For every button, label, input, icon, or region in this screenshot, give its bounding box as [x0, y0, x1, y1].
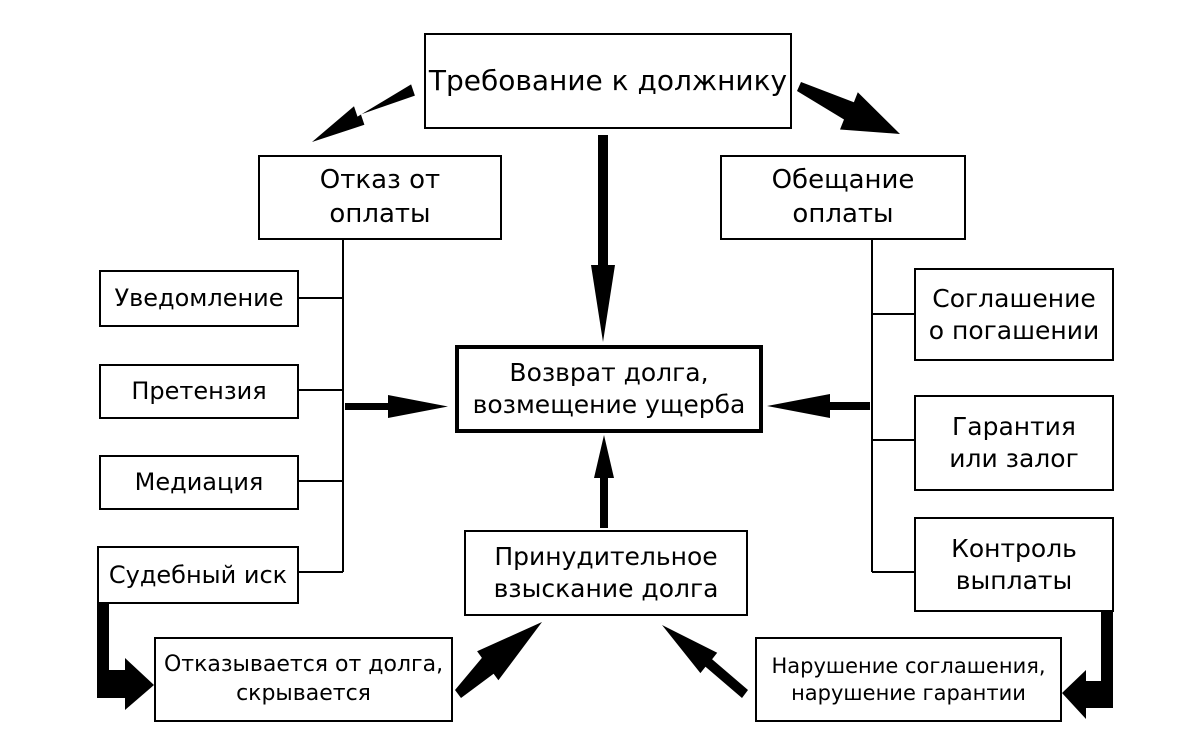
claim-box: Претензия: [99, 364, 299, 419]
notice-box: Уведомление: [99, 270, 299, 327]
mediation-label: Медиация: [134, 468, 264, 497]
mediation-box: Медиация: [99, 455, 299, 510]
guarantee-box: Гарантия или залог: [914, 395, 1114, 491]
enforcement-box: Принудительное взыскание долга: [464, 530, 748, 616]
claim-label: Претензия: [131, 377, 267, 406]
agreement-box: Соглашение о погашении: [914, 268, 1114, 361]
control-label: Контроль выплаты: [951, 533, 1077, 595]
demand-box: Требование к должнику: [424, 33, 792, 129]
arrow-demand-to-refusal: [312, 84, 415, 142]
arrow-demand-to-promise: [797, 82, 900, 134]
refusal-box: Отказ от оплаты: [258, 155, 502, 240]
arrow-demand-to-result: [591, 135, 615, 342]
lawsuit-box: Судебный иск: [97, 546, 299, 604]
evasion-box: Отказывается от долга, скрывается: [154, 637, 453, 722]
arrow-control-to-violation: [1062, 612, 1113, 719]
arrow-lawsuit-to-evasion: [97, 604, 154, 710]
agreement-label: Соглашение о погашении: [928, 283, 1100, 345]
result-label: Возврат долга, возмещение ущерба: [472, 358, 746, 419]
notice-label: Уведомление: [114, 284, 284, 313]
violation-box: Нарушение соглашения, нарушение гарантии: [755, 637, 1062, 722]
enforcement-label: Принудительное взыскание долга: [493, 542, 719, 603]
arrow-enforcement-to-result: [594, 435, 614, 528]
refusal-label: Отказ от оплаты: [319, 165, 441, 229]
demand-label: Требование к должнику: [428, 64, 788, 98]
promise-box: Обещание оплаты: [720, 155, 966, 240]
promise-label: Обещание оплаты: [771, 165, 915, 229]
arrow-refusal-to-result: [345, 395, 448, 418]
result-box: Возврат долга, возмещение ущерба: [455, 345, 763, 433]
arrow-promise-to-result: [767, 394, 870, 418]
arrow-violation-to-enforcement: [662, 625, 748, 698]
lawsuit-label: Судебный иск: [108, 560, 288, 589]
arrow-evasion-to-enforcement: [455, 622, 542, 698]
control-box: Контроль выплаты: [914, 517, 1114, 612]
guarantee-label: Гарантия или залог: [949, 412, 1079, 473]
evasion-label: Отказывается от долга, скрывается: [163, 652, 444, 706]
violation-label: Нарушение соглашения, нарушение гарантии: [771, 653, 1046, 705]
